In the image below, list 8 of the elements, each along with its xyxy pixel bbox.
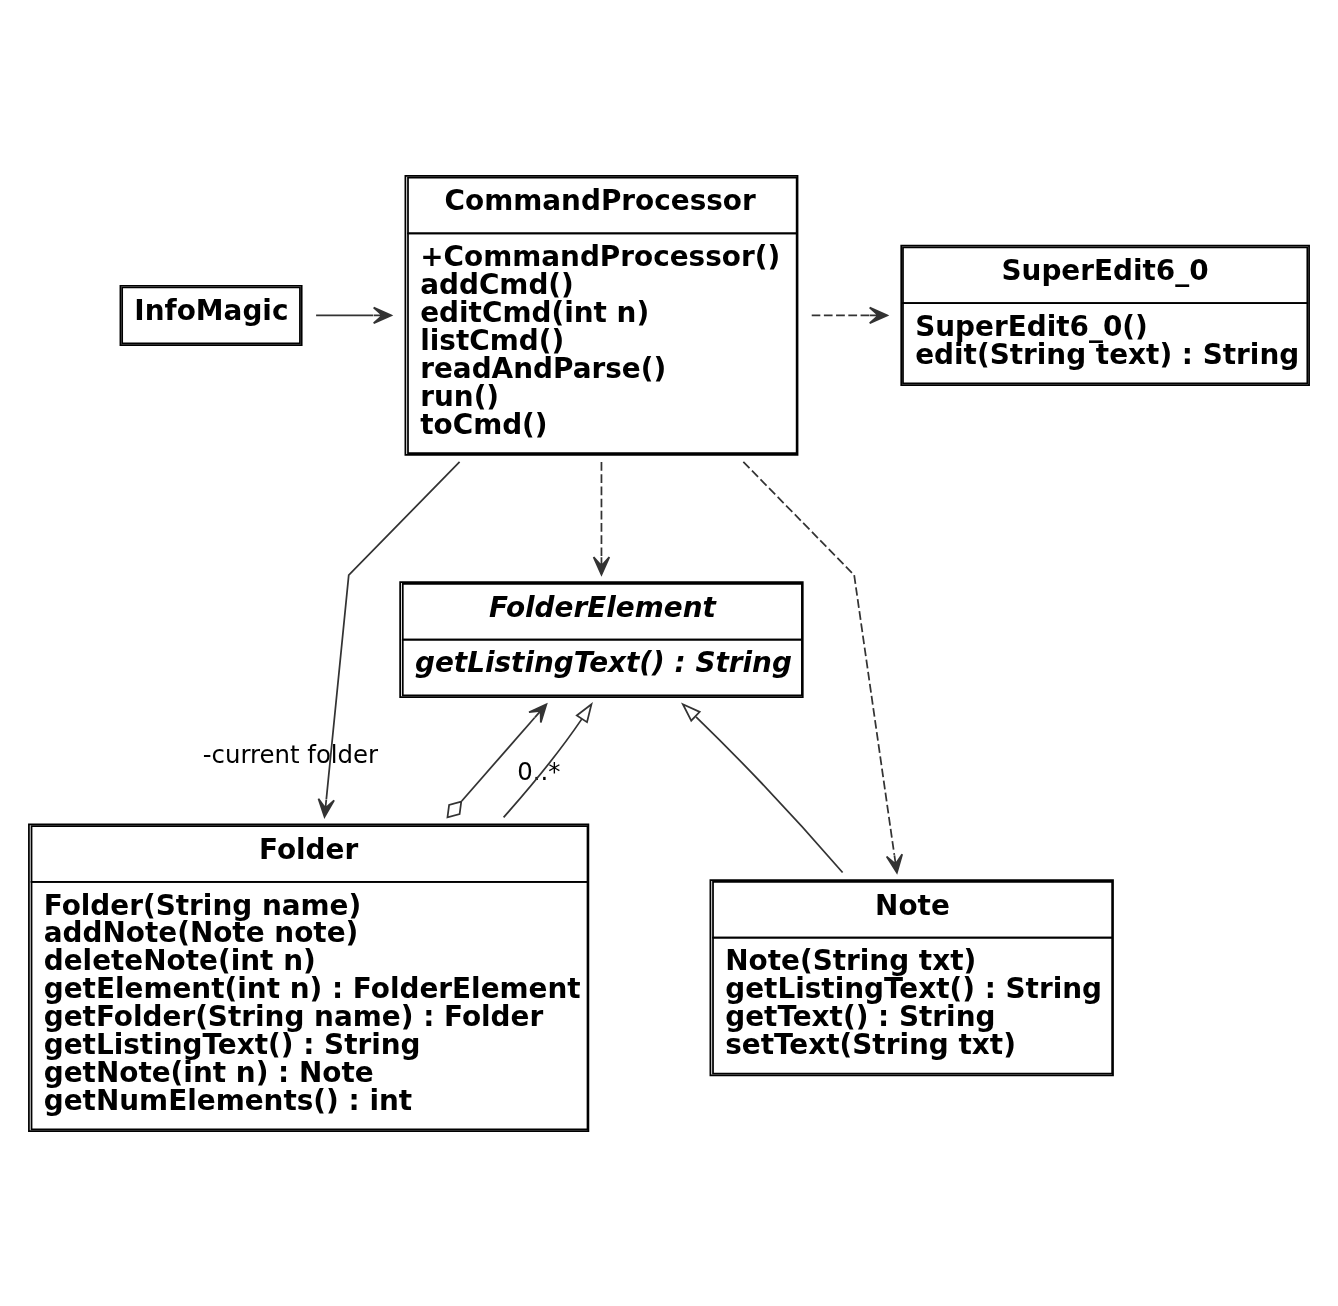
arrow (742, 460, 904, 874)
arrow (592, 460, 611, 575)
arrow (315, 306, 392, 324)
arrow (680, 701, 844, 873)
arrow (317, 460, 461, 818)
arrow (502, 701, 593, 818)
arrow (446, 702, 548, 818)
arrow (810, 306, 888, 324)
